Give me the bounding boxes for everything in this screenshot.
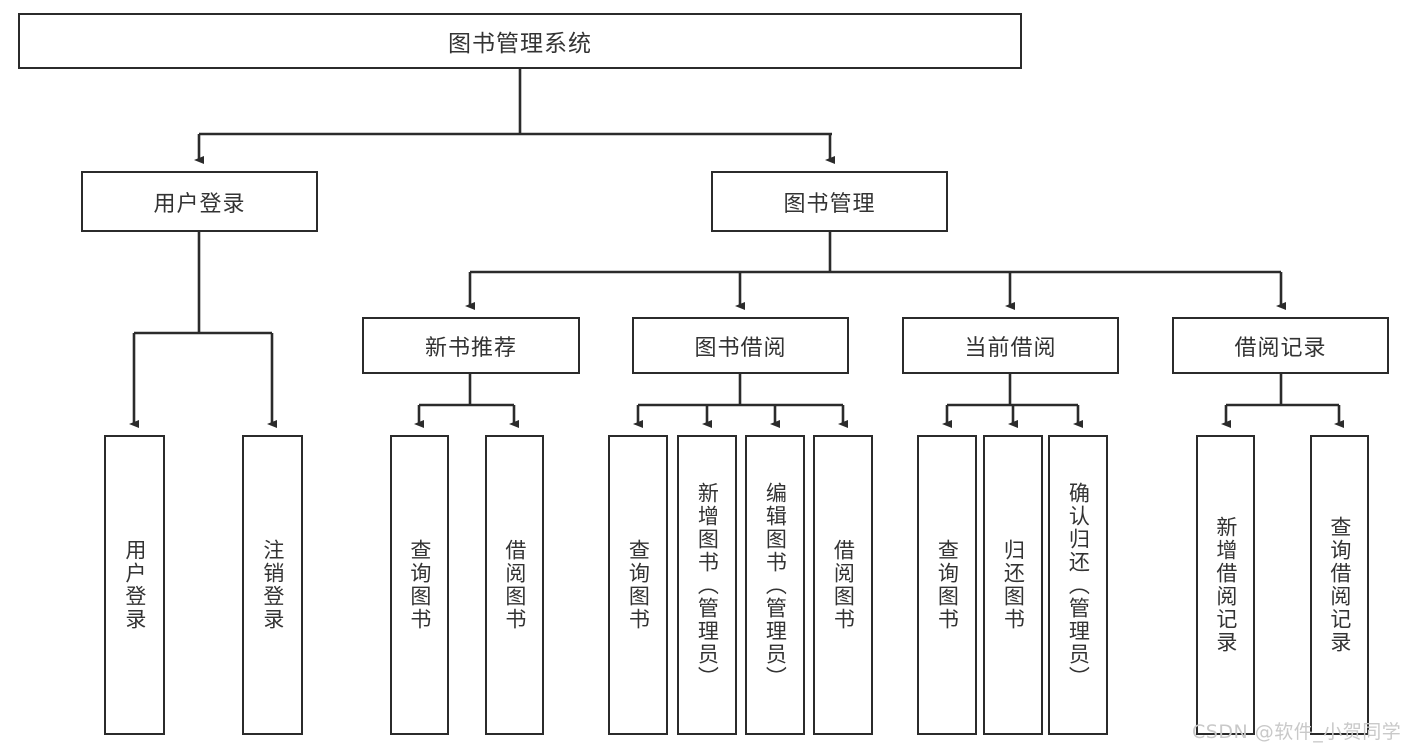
node-leaf-query-book-3-label: 查询图书 — [935, 539, 960, 631]
node-leaf-query-book-3[interactable]: 查询图书 — [917, 435, 977, 735]
node-user-login-label: 用户登录 — [153, 191, 246, 217]
node-leaf-query-book-1-label: 查询图书 — [407, 539, 432, 631]
node-leaf-logout-label: 注销登录 — [260, 539, 285, 631]
node-leaf-confirm-return[interactable]: 确认归还（管理员） — [1048, 435, 1108, 735]
node-leaf-borrow-book-2-label: 借阅图书 — [831, 539, 856, 631]
node-leaf-query-book-2[interactable]: 查询图书 — [608, 435, 668, 735]
node-leaf-query-book-2-label: 查询图书 — [626, 539, 651, 631]
node-book-borrow-label: 图书借阅 — [694, 335, 787, 361]
node-leaf-return-book-label: 归还图书 — [1001, 539, 1026, 631]
node-root-label: 图书管理系统 — [448, 31, 592, 57]
node-leaf-query-record[interactable]: 查询借阅记录 — [1310, 435, 1369, 735]
node-new-book-recommend[interactable]: 新书推荐 — [362, 317, 580, 374]
node-leaf-borrow-book-2[interactable]: 借阅图书 — [813, 435, 873, 735]
node-root[interactable]: 图书管理系统 — [18, 13, 1022, 69]
node-leaf-query-book-1[interactable]: 查询图书 — [390, 435, 449, 735]
node-leaf-confirm-return-label: 确认归还（管理员） — [1066, 481, 1091, 689]
node-leaf-add-book[interactable]: 新增图书（管理员） — [677, 435, 737, 735]
node-leaf-borrow-book-1[interactable]: 借阅图书 — [485, 435, 544, 735]
node-leaf-add-record[interactable]: 新增借阅记录 — [1196, 435, 1255, 735]
node-current-borrow[interactable]: 当前借阅 — [902, 317, 1119, 374]
node-leaf-borrow-book-1-label: 借阅图书 — [502, 539, 527, 631]
node-leaf-edit-book[interactable]: 编辑图书（管理员） — [745, 435, 805, 735]
node-leaf-edit-book-label: 编辑图书（管理员） — [763, 481, 788, 689]
node-leaf-query-record-label: 查询借阅记录 — [1327, 516, 1352, 654]
node-leaf-user-login-label: 用户登录 — [122, 539, 147, 631]
node-book-manage-label: 图书管理 — [783, 191, 876, 217]
node-current-borrow-label: 当前借阅 — [964, 335, 1057, 361]
csdn-watermark: CSDN @软件_小贺同学 — [1192, 721, 1402, 743]
node-borrow-record[interactable]: 借阅记录 — [1172, 317, 1389, 374]
node-book-borrow[interactable]: 图书借阅 — [632, 317, 849, 374]
node-book-manage[interactable]: 图书管理 — [711, 171, 948, 232]
node-leaf-add-book-label: 新增图书（管理员） — [695, 481, 720, 689]
node-leaf-add-record-label: 新增借阅记录 — [1213, 516, 1238, 654]
node-new-book-recommend-label: 新书推荐 — [424, 335, 517, 361]
node-leaf-user-login[interactable]: 用户登录 — [104, 435, 165, 735]
node-user-login[interactable]: 用户登录 — [81, 171, 318, 232]
node-leaf-logout[interactable]: 注销登录 — [242, 435, 303, 735]
node-borrow-record-label: 借阅记录 — [1234, 335, 1327, 361]
node-leaf-return-book[interactable]: 归还图书 — [983, 435, 1043, 735]
